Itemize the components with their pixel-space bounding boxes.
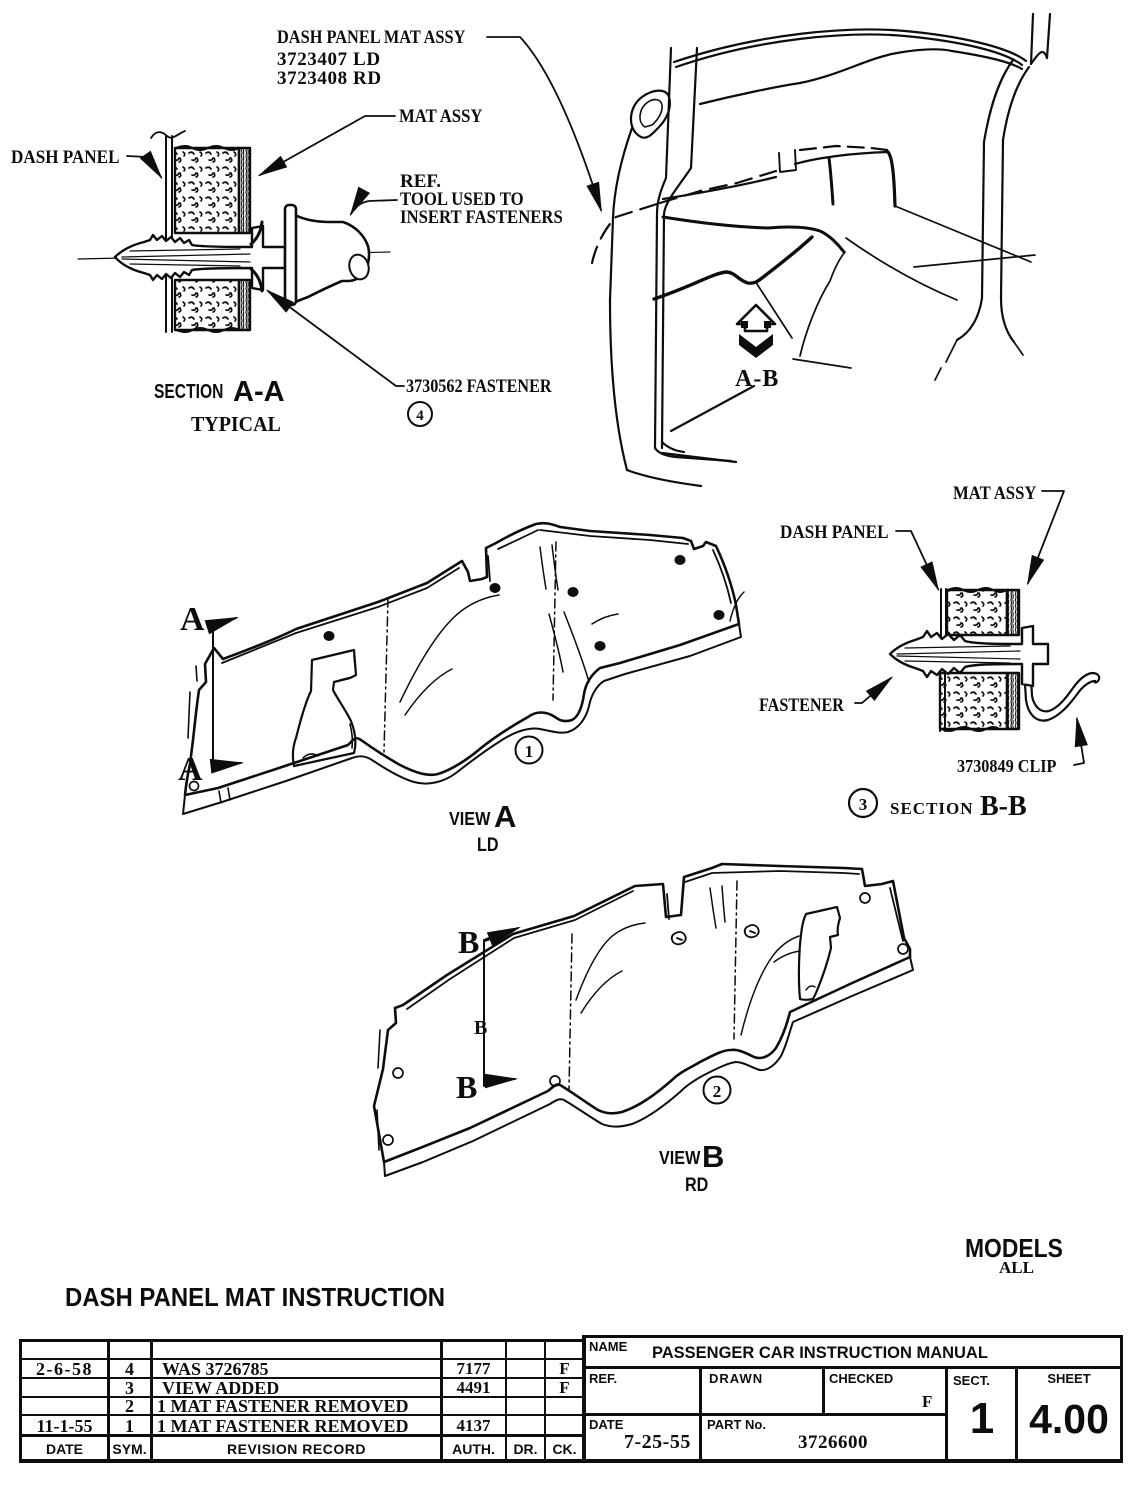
- svg-text:1: 1: [525, 742, 534, 761]
- svg-text:4: 4: [416, 408, 424, 424]
- svg-text:2: 2: [713, 1082, 722, 1101]
- svg-text:3: 3: [859, 795, 868, 814]
